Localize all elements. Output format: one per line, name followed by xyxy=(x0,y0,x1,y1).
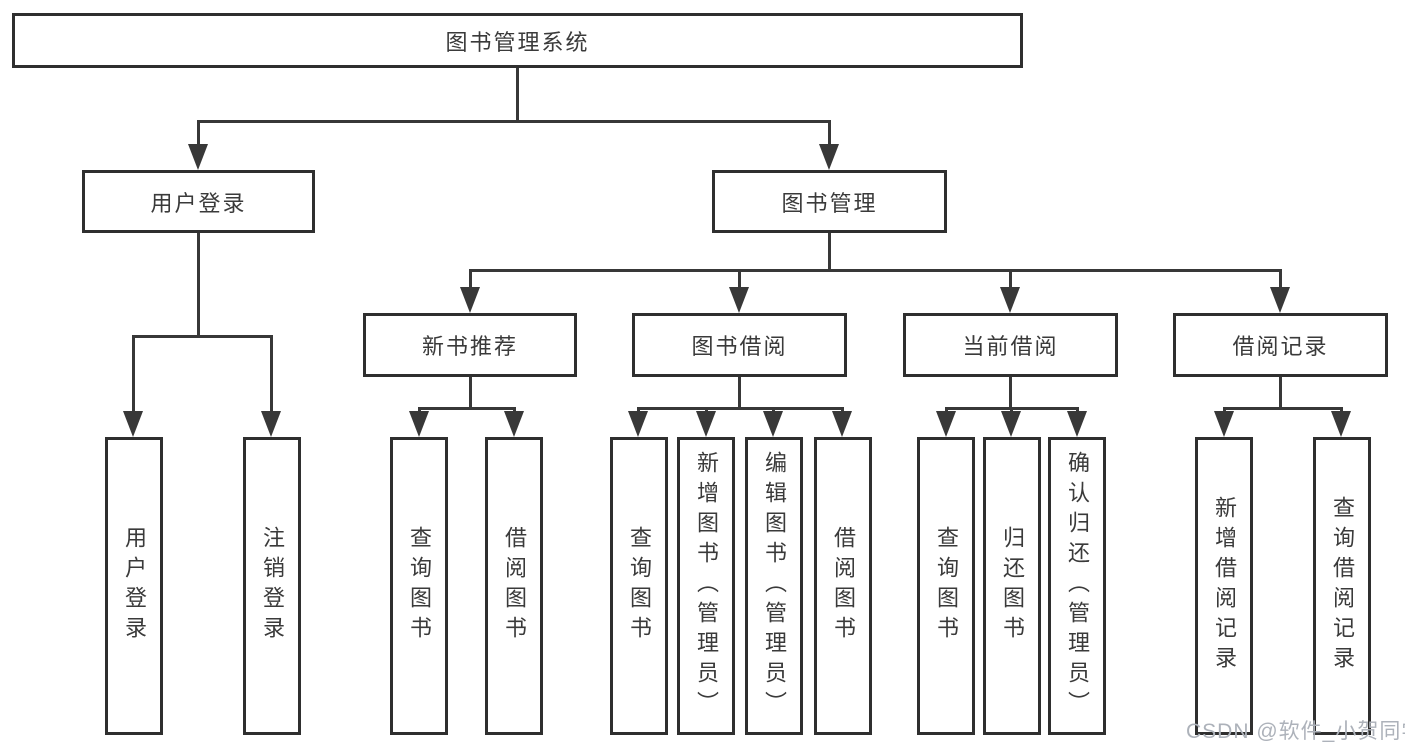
arrow-down-icon xyxy=(1067,411,1087,437)
node-label: 图书管理系统 xyxy=(445,29,590,55)
connector-drop-current-borrowing xyxy=(1009,269,1012,289)
leaf-label: 确认归还（管理员） xyxy=(1065,451,1090,721)
connector-book-borrowing-drop xyxy=(738,377,741,410)
connector-drop xyxy=(772,407,775,413)
arrow-down-icon xyxy=(1000,287,1020,313)
leaf-user-login: 用户登录 xyxy=(105,437,163,735)
leaf-query-borrow-record: 查询借阅记录 xyxy=(1313,437,1371,735)
leaf-label: 编辑图书（管理员） xyxy=(762,451,787,721)
arrow-down-icon xyxy=(628,411,648,437)
leaf-edit-books-admin: 编辑图书（管理员） xyxy=(745,437,803,735)
arrow-down-icon xyxy=(504,411,524,437)
connector-drop xyxy=(1010,407,1013,413)
connector-drop-book-borrowing xyxy=(738,269,741,289)
connector-book-borrowing-split xyxy=(637,407,843,410)
watermark: CSDN @软件_小贺同学 xyxy=(1186,720,1405,743)
connector-borrowing-records-drop xyxy=(1279,377,1282,410)
connector-book-management-drop xyxy=(828,233,831,271)
arrow-down-icon xyxy=(936,411,956,437)
node-label: 借阅记录 xyxy=(1232,334,1329,359)
connector-user-login-drop xyxy=(197,233,200,337)
connector-drop xyxy=(841,407,844,413)
connector-drop xyxy=(1076,407,1079,413)
connector-drop xyxy=(1340,407,1343,413)
leaf-label: 归还图书 xyxy=(1000,526,1025,646)
arrow-down-icon xyxy=(832,411,852,437)
connector-drop-borrowing-records xyxy=(1279,269,1282,289)
leaf-query-books-current: 查询图书 xyxy=(917,437,975,735)
connector-root-drop xyxy=(516,68,519,120)
leaf-add-borrow-record: 新增借阅记录 xyxy=(1195,437,1253,735)
connector-drop-leaf-user-login xyxy=(132,335,135,413)
node-book-borrowing: 图书借阅 xyxy=(632,313,847,377)
leaf-label: 借阅图书 xyxy=(502,526,527,646)
arrow-down-icon xyxy=(819,144,839,170)
node-borrowing-records: 借阅记录 xyxy=(1173,313,1388,377)
arrow-down-icon xyxy=(1214,411,1234,437)
node-current-borrowing: 当前借阅 xyxy=(903,313,1118,377)
connector-drop xyxy=(418,407,421,413)
connector-drop xyxy=(945,407,948,413)
connector-drop xyxy=(705,407,708,413)
leaf-confirm-return-admin: 确认归还（管理员） xyxy=(1048,437,1106,735)
arrow-down-icon xyxy=(409,411,429,437)
arrow-down-icon xyxy=(729,287,749,313)
connector-user-login-split xyxy=(133,335,273,338)
leaf-add-books-admin: 新增图书（管理员） xyxy=(677,437,735,735)
leaf-logout: 注销登录 xyxy=(243,437,301,735)
arrow-down-icon xyxy=(123,411,143,437)
connector-drop xyxy=(637,407,640,413)
arrow-down-icon xyxy=(460,287,480,313)
leaf-label: 注销登录 xyxy=(260,526,285,646)
arrow-down-icon xyxy=(1001,411,1021,437)
node-label: 当前借阅 xyxy=(962,334,1059,359)
arrow-down-icon xyxy=(261,411,281,437)
node-label: 用户登录 xyxy=(150,190,247,216)
connector-drop xyxy=(513,407,516,413)
arrow-down-icon xyxy=(696,411,716,437)
connector-new-book-rec-drop xyxy=(469,377,472,410)
node-library-management-system: 图书管理系统 xyxy=(12,13,1023,68)
node-new-book-recommendation: 新书推荐 xyxy=(363,313,577,377)
leaf-borrow-books-recommend: 借阅图书 xyxy=(485,437,543,735)
leaf-query-books-recommend: 查询图书 xyxy=(390,437,448,735)
connector-drop-book-management xyxy=(828,120,831,146)
connector-drop-new-book-recommendation xyxy=(469,269,472,289)
leaf-label: 新增借阅记录 xyxy=(1212,496,1237,676)
connector-drop xyxy=(1223,407,1226,413)
leaf-label: 借阅图书 xyxy=(831,526,856,646)
connector-drop-user-login xyxy=(197,120,200,146)
node-label: 图书管理 xyxy=(781,190,878,216)
leaf-label: 查询借阅记录 xyxy=(1330,496,1355,676)
arrow-down-icon xyxy=(188,144,208,170)
leaf-borrow-books: 借阅图书 xyxy=(814,437,872,735)
leaf-label: 查询图书 xyxy=(934,526,959,646)
connector-borrowing-records-split xyxy=(1223,407,1342,410)
arrow-down-icon xyxy=(763,411,783,437)
leaf-label: 用户登录 xyxy=(122,526,147,646)
connector-root-split xyxy=(197,120,831,123)
connector-new-book-rec-split xyxy=(418,407,515,410)
connector-book-management-split xyxy=(469,269,1281,272)
arrow-down-icon xyxy=(1270,287,1290,313)
leaf-label: 查询图书 xyxy=(627,526,652,646)
leaf-query-books-borrowing: 查询图书 xyxy=(610,437,668,735)
node-label: 新书推荐 xyxy=(421,334,518,359)
leaf-label: 新增图书（管理员） xyxy=(694,451,719,721)
connector-drop-leaf-logout xyxy=(270,335,273,413)
node-user-login: 用户登录 xyxy=(82,170,315,233)
connector-current-borrowing-drop xyxy=(1009,377,1012,410)
leaf-label: 查询图书 xyxy=(407,526,432,646)
leaf-return-books: 归还图书 xyxy=(983,437,1041,735)
node-book-management: 图书管理 xyxy=(712,170,947,233)
node-label: 图书借阅 xyxy=(691,334,788,359)
arrow-down-icon xyxy=(1331,411,1351,437)
